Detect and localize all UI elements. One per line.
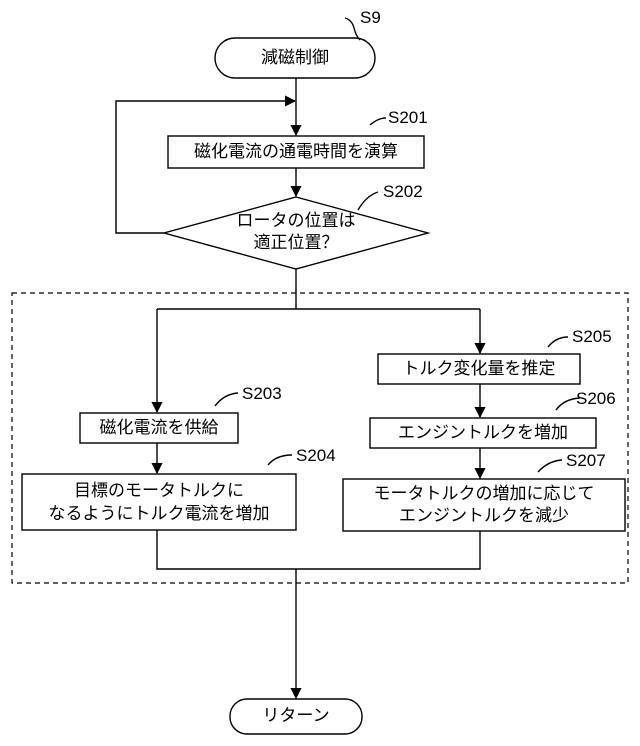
check-decision-line2: 適正位置？ bbox=[253, 233, 339, 253]
supply-box-label: 磁化電流を供給 bbox=[99, 418, 219, 438]
leader-s207 bbox=[537, 459, 563, 473]
increase-current-line2: なるようにトルク電流を増加 bbox=[48, 504, 270, 524]
step-label-s201: S201 bbox=[388, 108, 428, 127]
start-terminal-label: 減磁制御 bbox=[261, 48, 329, 68]
estimate-box-label: トルク変化量を推定 bbox=[402, 359, 556, 379]
increase-current-line1: 目標のモータトルクに bbox=[74, 481, 244, 501]
connector-loop-back bbox=[115, 95, 297, 234]
step-label-s203: S203 bbox=[242, 384, 282, 403]
parallel-region-dashed-box bbox=[11, 292, 629, 584]
leader-s201 bbox=[369, 117, 387, 126]
leader-s203 bbox=[214, 392, 239, 407]
calc-box-label: 磁化電流の通電時間を演算 bbox=[194, 142, 398, 162]
check-decision-line1: ロータの位置は bbox=[236, 211, 356, 231]
end-terminal-label: リターン bbox=[262, 706, 330, 726]
step-label-s202: S202 bbox=[383, 182, 423, 201]
step-label-s207: S207 bbox=[566, 451, 606, 470]
step-label-s205: S205 bbox=[572, 327, 612, 346]
leader-s204 bbox=[267, 454, 293, 466]
engine-down-line1: モータトルクの増加に応じて bbox=[373, 484, 595, 504]
step-label-s204: S204 bbox=[296, 446, 336, 465]
leader-s205 bbox=[547, 336, 569, 348]
engine-down-line2: エンジントルクを減少 bbox=[399, 506, 569, 526]
leader-s202 bbox=[357, 191, 379, 211]
step-label-s9: S9 bbox=[360, 8, 381, 27]
leader-s9 bbox=[344, 17, 361, 41]
connector-left-merge bbox=[156, 530, 481, 570]
step-label-s206: S206 bbox=[576, 389, 616, 408]
engine-up-box-label: エンジントルクを増加 bbox=[398, 423, 568, 443]
start-terminal-shape bbox=[214, 37, 376, 79]
leader-s206 bbox=[555, 397, 581, 411]
